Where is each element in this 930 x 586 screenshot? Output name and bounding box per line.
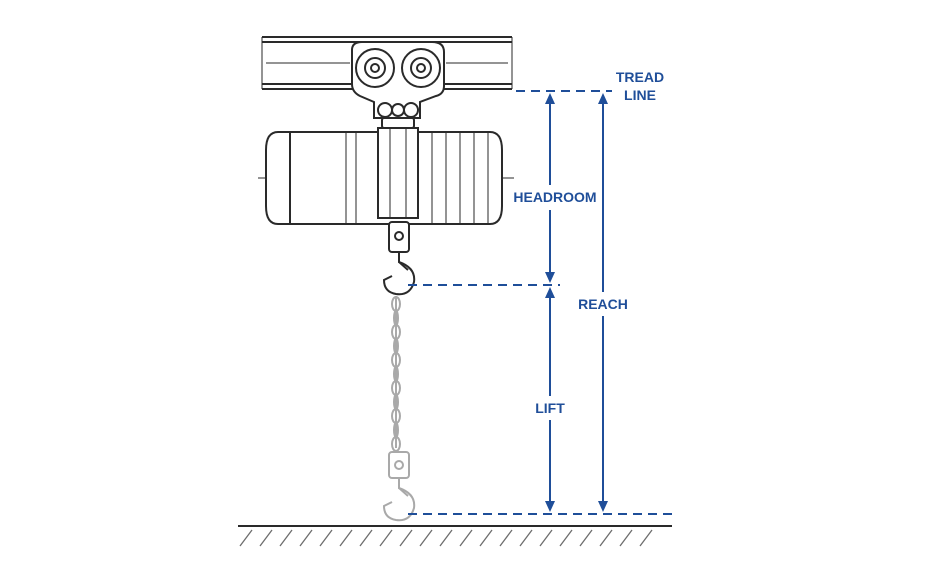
floor-hatch [259,529,273,547]
floor-hatch [239,529,253,547]
floor-hatch [419,529,433,547]
floor [238,525,672,547]
floor-hatch [639,529,653,547]
floor-hatch [339,529,353,547]
floor-hatch [619,529,633,547]
floor-hatch [439,529,453,547]
load-chain [391,296,401,452]
hoist-body [258,127,514,225]
hook-raised [382,221,416,296]
floor-hatch [599,529,613,547]
tread-line-label-1: TREAD [616,69,664,85]
floor-hatch [379,529,393,547]
reach-dimension [598,93,608,512]
floor-hatch [359,529,373,547]
lift-label: LIFT [535,400,565,416]
tread-line-label-2: LINE [624,87,656,103]
lift-dimension [545,287,555,512]
floor-hatch [479,529,493,547]
floor-hatch [459,529,473,547]
headroom-label: HEADROOM [513,189,596,205]
floor-hatch [499,529,513,547]
floor-hatch [319,529,333,547]
headroom-dimension [545,93,555,283]
floor-hatch [519,529,533,547]
hook-lowered [382,451,416,522]
floor-hatch [399,529,413,547]
floor-hatch [539,529,553,547]
reach-label: REACH [578,296,628,312]
floor-hatch [299,529,313,547]
floor-hatch [579,529,593,547]
trolley [351,41,445,129]
floor-hatch [559,529,573,547]
floor-hatch [279,529,293,547]
